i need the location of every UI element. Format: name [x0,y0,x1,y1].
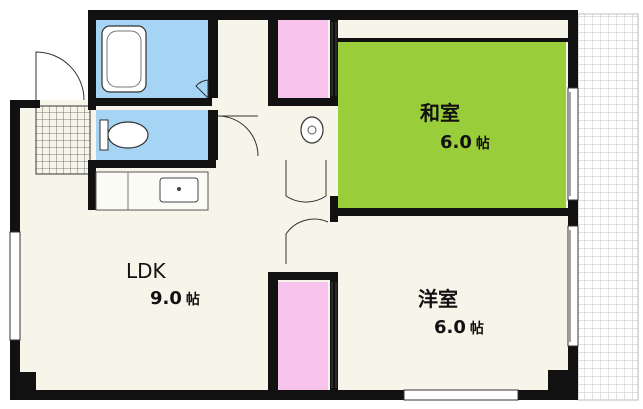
door-swings [217,115,329,264]
ldk-size-unit: 帖 [186,291,200,308]
ldk-size-value: 9.0 [150,288,182,309]
youshitsu-size-unit: 帖 [470,320,484,337]
wash-basin-drain [307,125,317,135]
washitsu-floor [338,40,566,212]
toilet-tank [99,119,109,151]
youshitsu-size-value: 6.0 [434,317,466,338]
washitsu-size-value: 6.0 [440,132,472,153]
sink-drain [177,187,181,191]
genkan-tile [35,105,91,175]
windows [9,87,579,401]
bath-door-swing [195,79,209,99]
toilet-bowl [107,121,149,149]
closet-bottom [278,282,328,390]
balcony [577,13,639,401]
washitsu-name: 和室 [420,101,460,125]
closet-top [278,20,328,100]
bathtub-inner [106,30,142,88]
sliding-doors [331,22,571,388]
ldk-name: LDK [126,259,167,283]
wash-basin [300,116,324,144]
washitsu-size-unit: 帖 [476,135,490,152]
entry-door-swing [35,51,85,101]
youshitsu-name: 洋室 [418,287,458,311]
